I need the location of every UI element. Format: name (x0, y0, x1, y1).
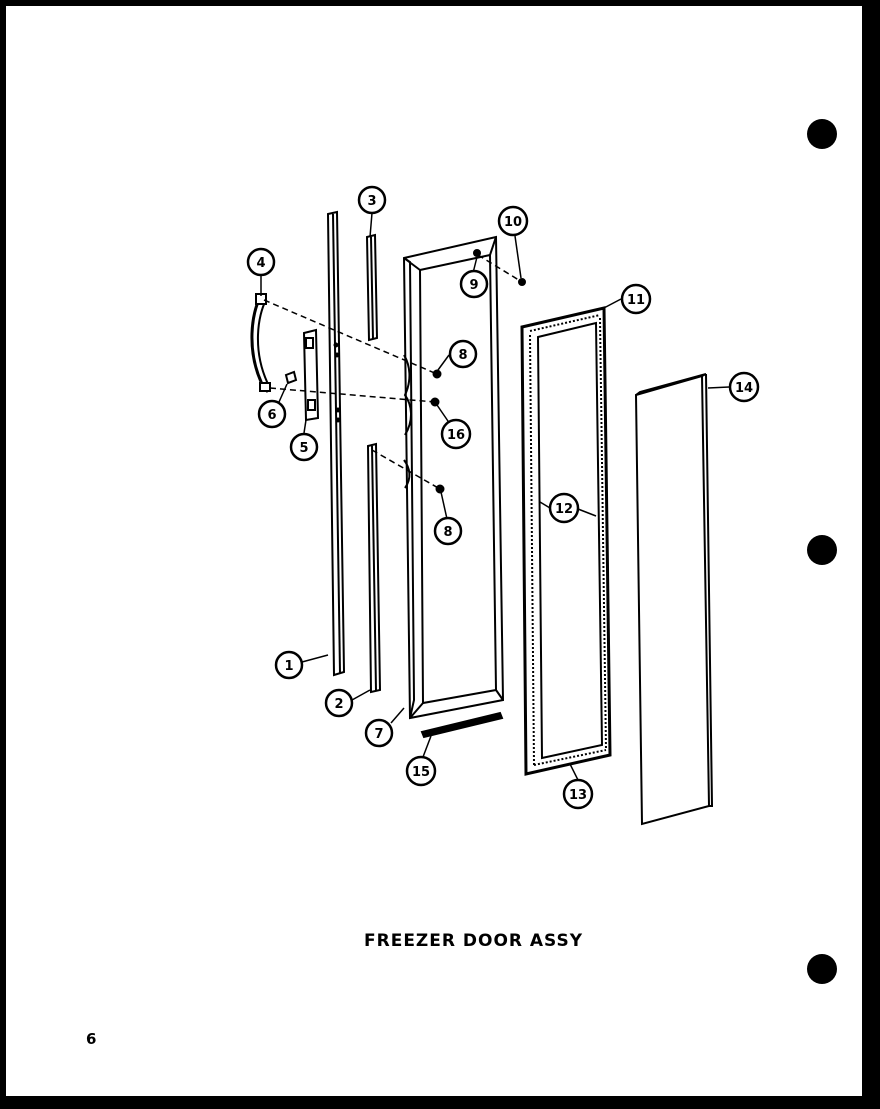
page-number: 6 (86, 1030, 97, 1048)
callout-9-label: 9 (469, 278, 478, 293)
callout-11-label: 11 (627, 293, 645, 308)
callout-13: 13 (562, 778, 594, 810)
callout-10: 10 (497, 205, 529, 237)
callout-5-label: 5 (299, 441, 308, 456)
callout-9: 9 (459, 269, 489, 299)
callout-14: 14 (728, 371, 760, 403)
callout-3: 3 (357, 185, 387, 215)
callout-5: 5 (289, 432, 319, 462)
callout-1-label: 1 (284, 659, 293, 674)
part-1-trim-strip (326, 210, 346, 677)
callout-14-label: 14 (735, 381, 753, 396)
callout-15: 15 (405, 755, 437, 787)
callout-8-upper-label: 8 (458, 348, 467, 363)
callout-2-label: 2 (334, 697, 343, 712)
callout-10-label: 10 (504, 215, 522, 230)
callout-2: 2 (324, 688, 354, 718)
part-2-lower-trim (366, 442, 382, 694)
binder-hole-bottom (807, 954, 837, 984)
callout-12: 12 (548, 492, 580, 524)
screw-8-upper (432, 369, 442, 379)
callout-4-label: 4 (256, 256, 265, 271)
callout-8-lower-label: 8 (443, 525, 452, 540)
part-14-inner-panel (634, 373, 714, 826)
callout-15-label: 15 (412, 765, 430, 780)
part-6-clip (284, 370, 298, 385)
leader-lines (260, 212, 730, 781)
callout-8-upper: 8 (448, 339, 478, 369)
callout-1: 1 (274, 650, 304, 680)
callout-7-label: 7 (374, 727, 383, 742)
callout-16-label: 16 (447, 428, 465, 443)
callout-7: 7 (364, 718, 394, 748)
binder-hole-middle (807, 535, 837, 565)
part-15-bottom-strip (420, 711, 504, 739)
part-7-door-frame (402, 235, 505, 720)
callout-13-label: 13 (569, 788, 587, 803)
part-5-handle-bracket (302, 328, 320, 422)
callout-12-label: 12 (555, 502, 573, 517)
binder-hole-top (807, 119, 837, 149)
part-11-gasket-assembly (520, 306, 612, 776)
callout-4: 4 (246, 247, 276, 277)
part-4-handle (250, 293, 271, 393)
callout-11: 11 (620, 283, 652, 315)
callout-16: 16 (440, 418, 472, 450)
assembly-lines (263, 254, 523, 490)
diagram-caption: FREEZER DOOR ASSY (364, 931, 584, 951)
part-3-upper-trim (365, 233, 379, 342)
callout-8-lower: 8 (433, 516, 463, 546)
screw-8-lower (435, 484, 445, 494)
callout-6: 6 (257, 399, 287, 429)
callout-3-label: 3 (367, 194, 376, 209)
callout-6-label: 6 (267, 408, 276, 423)
